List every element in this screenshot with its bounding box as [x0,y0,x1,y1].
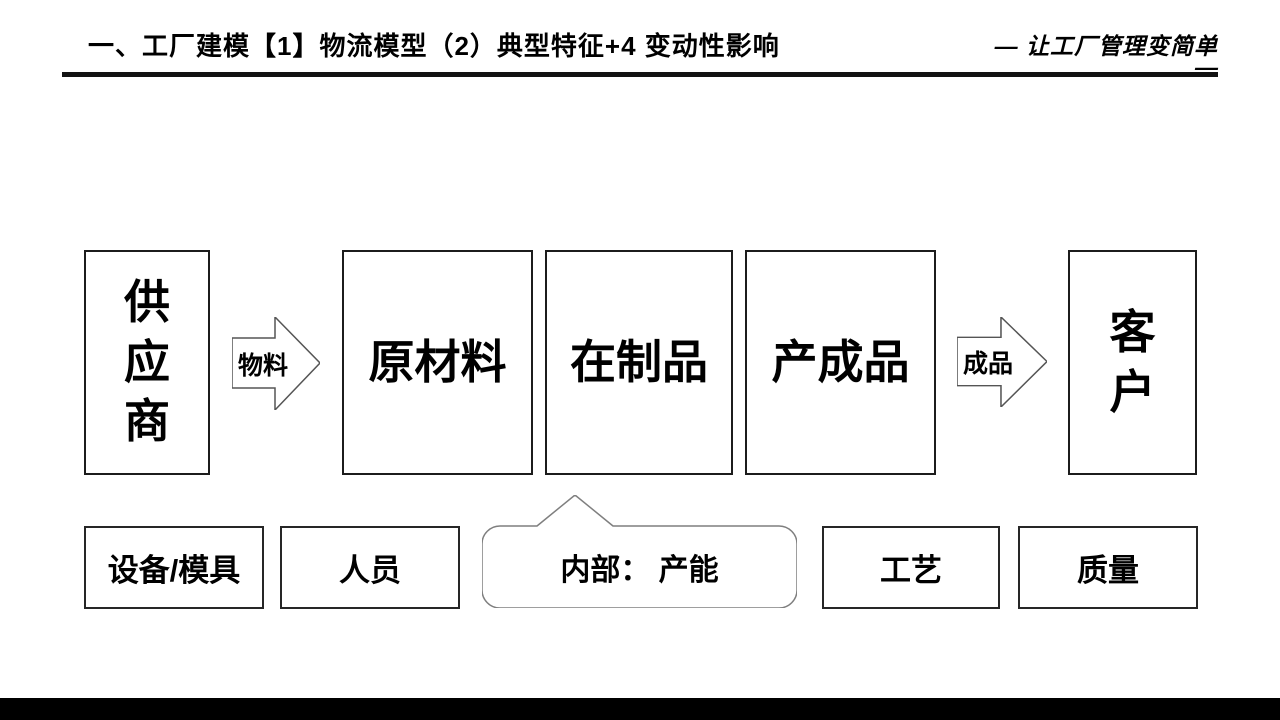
callout-pointer-shape [482,495,797,608]
customer-label: 客户 [1109,305,1156,418]
material-flow-arrow: 物料 [232,317,320,410]
tagline-block: — 让工厂管理变简单 — [994,27,1218,80]
supplier-label: 供应商 [123,275,170,448]
internal-capacity-label: 内部： 产能 [560,554,719,587]
right-block-arrow-icon [232,317,320,410]
process-label: 工艺 [880,553,942,588]
equipment-box: 设备/模具 [84,526,264,609]
right-block-arrow-icon [957,317,1047,407]
customer-box: 客户 [1068,250,1197,475]
tagline-dash: — [1195,54,1218,80]
tagline-text: — 让工厂管理变简单 [994,33,1218,59]
quality-label: 质量 [1077,553,1139,588]
material-arrow-label: 物料 [237,351,288,380]
process-box: 工艺 [822,526,1000,609]
quality-box: 质量 [1018,526,1198,609]
work-in-process-label: 在制品 [570,335,708,388]
finished-goods-label: 产成品 [771,335,910,388]
supplier-box: 供应商 [84,250,210,475]
equipment-label: 设备/模具 [107,553,241,588]
people-box: 人员 [280,526,460,609]
raw-material-box: 原材料 [342,250,533,475]
finished-goods-box: 产成品 [745,250,936,475]
work-in-process-box: 在制品 [545,250,733,475]
slide-title: 一、工厂建模【1】物流模型（2）典型特征+4 变动性影响 [88,31,780,61]
internal-capacity-callout: 内部： 产能 [482,495,797,608]
footer-bar [0,698,1280,720]
people-label: 人员 [339,553,401,588]
raw-material-label: 原材料 [368,335,507,388]
product-arrow-label: 成品 [962,350,1013,378]
header-double-rule [62,72,1218,77]
product-flow-arrow: 成品 [957,317,1047,407]
